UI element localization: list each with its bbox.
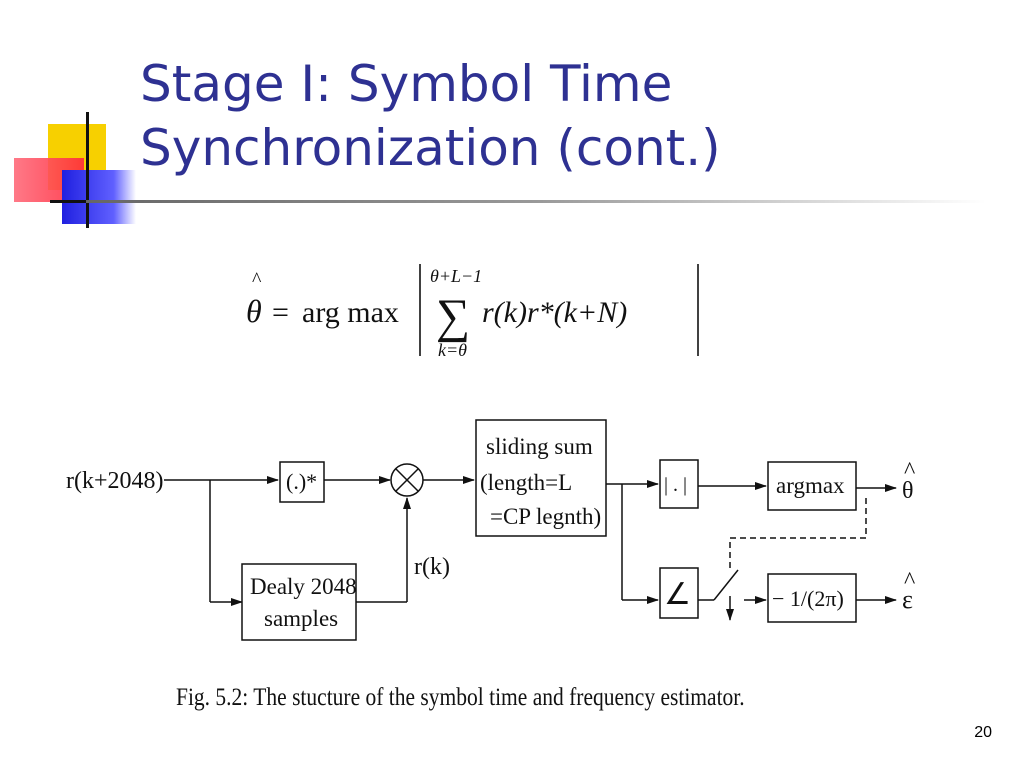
sliding-sum-line3: =CP legnth) bbox=[490, 504, 601, 529]
title-line-1: Stage I: Symbol Time bbox=[140, 55, 673, 113]
control-dashed-line bbox=[729, 498, 867, 570]
sliding-sum-line2: (length=L bbox=[480, 470, 572, 495]
decorative-blue-square bbox=[62, 170, 136, 224]
scale-block-label: − 1/(2π) bbox=[772, 586, 844, 611]
angle-block bbox=[659, 567, 699, 619]
input-label: r(k+2048) bbox=[66, 468, 164, 494]
multiplier-cross-b bbox=[395, 468, 419, 492]
abs-block-label: | . | bbox=[664, 474, 687, 496]
theta-output: θ bbox=[902, 478, 914, 504]
epsilon-output-hat: ^ bbox=[904, 568, 915, 594]
delay-block-line2: samples bbox=[264, 606, 338, 631]
argmax-block-label: argmax bbox=[776, 473, 845, 498]
abs-block bbox=[659, 459, 699, 509]
delay-block bbox=[241, 563, 357, 641]
angle-block-label: ∠ bbox=[664, 578, 691, 611]
theta-output-hat: ^ bbox=[904, 458, 915, 484]
page-number: 20 bbox=[974, 724, 992, 741]
epsilon-output: ε bbox=[902, 585, 913, 614]
title-line-2: Synchronization (cont.) bbox=[140, 119, 721, 177]
sliding-sum-line1: sliding sum bbox=[486, 434, 593, 459]
conjugate-block-label: (.)* bbox=[286, 469, 317, 494]
title-underline bbox=[86, 200, 986, 203]
figure-caption: Fig. 5.2: The stucture of the symbol tim… bbox=[176, 684, 745, 711]
argmax-block bbox=[767, 461, 857, 511]
decorative-vertical-line bbox=[86, 112, 89, 228]
slide-title: Stage I: Symbol Time Synchronization (co… bbox=[140, 52, 721, 180]
delay-block-line1: Dealy 2048 bbox=[250, 574, 357, 599]
sliding-sum-block bbox=[475, 419, 607, 537]
conjugate-block bbox=[279, 461, 325, 503]
delayed-signal-label: r(k) bbox=[414, 554, 450, 580]
switch-blade bbox=[713, 569, 739, 601]
scale-block bbox=[767, 573, 857, 623]
